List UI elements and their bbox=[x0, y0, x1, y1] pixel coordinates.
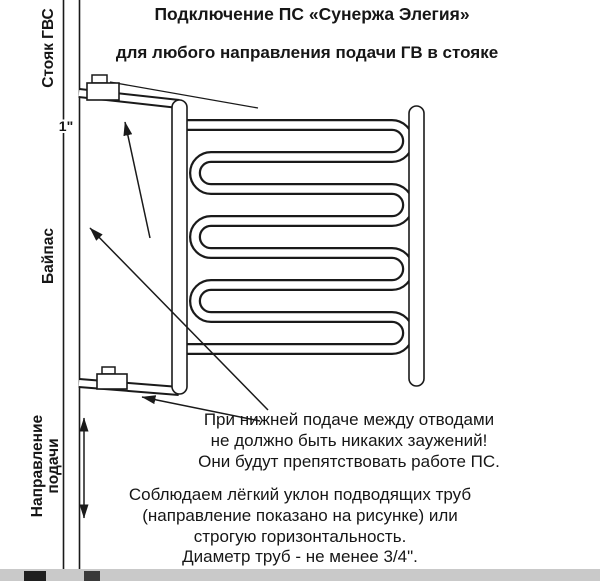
flow-direction-label-line2: подачи bbox=[45, 438, 62, 493]
footer-strip bbox=[0, 569, 600, 581]
note-bottom-feed-line2: не должно быть никаких заужений! bbox=[211, 431, 488, 450]
riser-label: Стояк ГВС bbox=[40, 8, 57, 88]
riser-pipe bbox=[62, 0, 81, 570]
footer-mark-right bbox=[84, 571, 100, 581]
flow-direction-label-line1: Направление bbox=[29, 414, 46, 517]
diagram-subtitle: для любого направления подачи ГВ в стояк… bbox=[116, 43, 498, 62]
pipe-size-label: 1" bbox=[59, 118, 73, 134]
bottom-valve-handle bbox=[101, 366, 116, 375]
bottom-supply-pipe bbox=[78, 378, 180, 396]
arrow-to-top-connection bbox=[123, 121, 151, 239]
note-slope-line3: строгую горизонтальность. bbox=[194, 527, 407, 546]
note-bottom-feed: При нижней подаче между отводами не долж… bbox=[198, 410, 500, 471]
note-slope: Соблюдаем лёгкий уклон подводящих труб (… bbox=[129, 485, 471, 566]
note-bottom-feed-line3: Они будут препятствовать работе ПС. bbox=[198, 452, 500, 471]
rail-left-collector bbox=[171, 99, 188, 395]
note-slope-line2: (направление показано на рисунке) или bbox=[142, 506, 458, 525]
bottom-valve bbox=[96, 366, 128, 390]
bottom-valve-body bbox=[96, 373, 128, 390]
note-slope-line1: Соблюдаем лёгкий уклон подводящих труб bbox=[129, 485, 471, 504]
slope-indicator-line bbox=[109, 81, 259, 109]
top-valve-handle bbox=[91, 74, 108, 84]
rail-right-collector bbox=[408, 105, 425, 387]
arrow-to-bottom-connection bbox=[141, 395, 261, 422]
towel-rail-serpentine bbox=[187, 119, 414, 355]
note-slope-line4: Диаметр труб - не менее 3/4". bbox=[182, 547, 418, 566]
footer-mark-left bbox=[24, 571, 46, 581]
note-bottom-feed-line1: При нижней подаче между отводами bbox=[204, 410, 494, 429]
bypass-label: Байпас bbox=[40, 228, 57, 284]
diagram-title: Подключение ПС «Сунержа Элегия» bbox=[154, 4, 469, 24]
top-valve-body bbox=[86, 82, 120, 101]
top-valve bbox=[86, 74, 120, 101]
arrow-to-bypass bbox=[89, 227, 269, 411]
